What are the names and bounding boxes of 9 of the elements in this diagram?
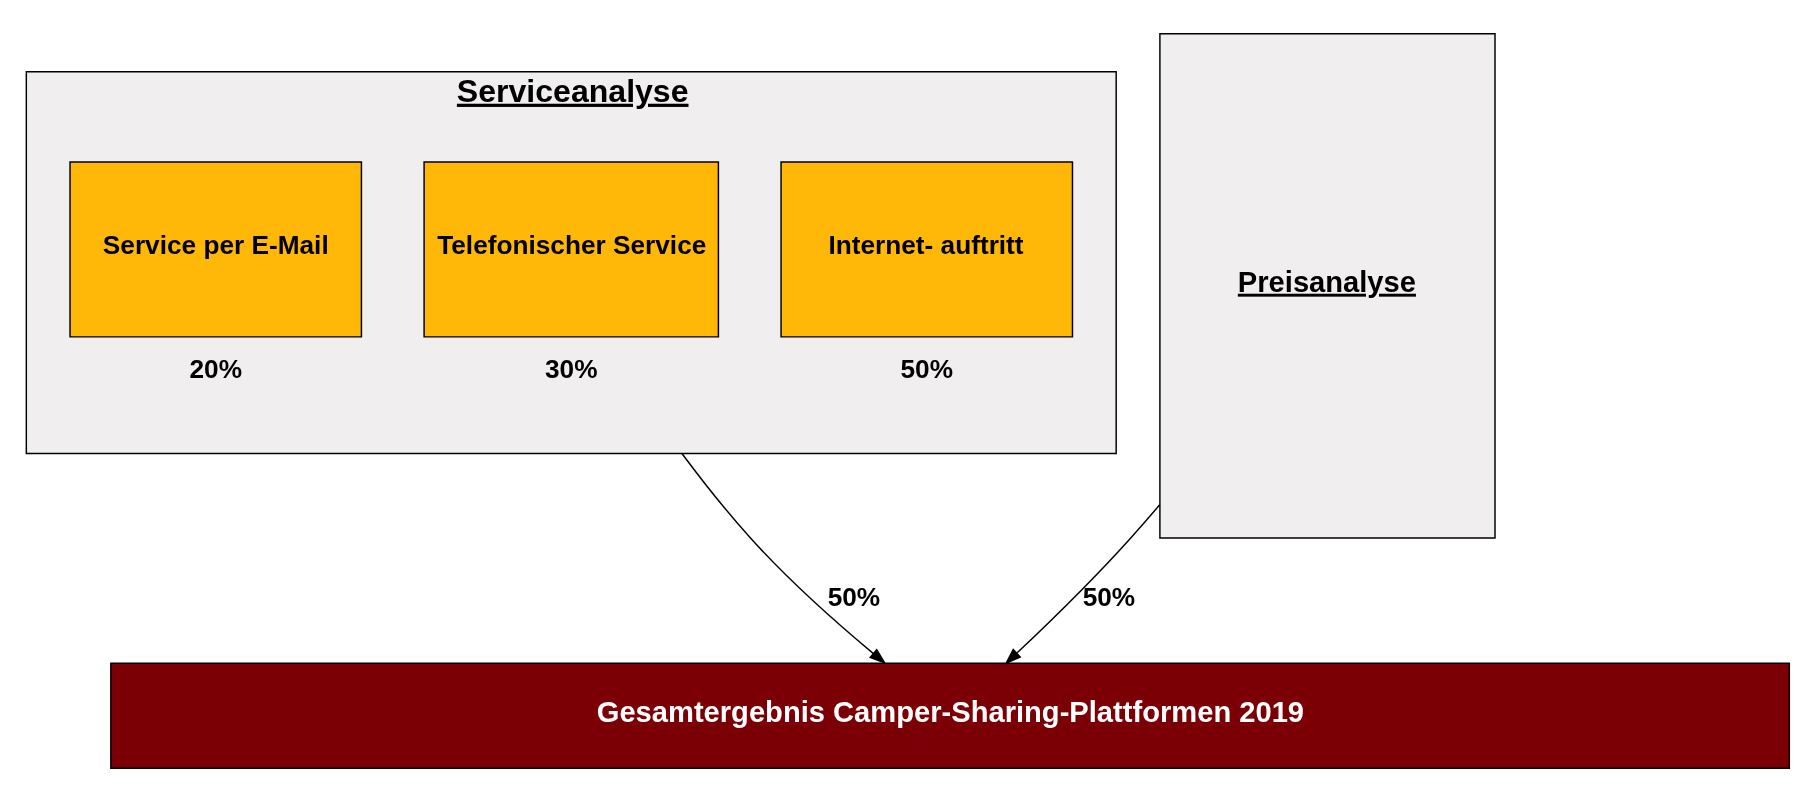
edge-label: 50% xyxy=(827,581,881,612)
edge-label: 50% xyxy=(1082,581,1136,612)
node-box: Gesamtergebnis Camper-Sharing-Plattformen 2019 xyxy=(110,662,1791,769)
node-label: 50% xyxy=(900,354,954,385)
node-label: 20% xyxy=(189,354,242,385)
node-box: Preisanalyse xyxy=(1159,33,1496,539)
arrow xyxy=(1004,504,1161,665)
node-label: 30% xyxy=(545,354,598,385)
arrow xyxy=(681,452,887,665)
